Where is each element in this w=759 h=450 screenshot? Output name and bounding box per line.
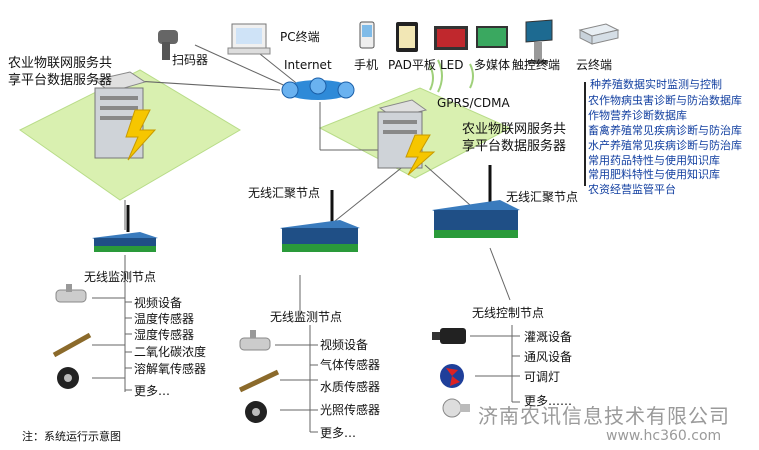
service-item: 农作物病虫害诊断与防治数据库 — [588, 94, 742, 107]
actuator-item: 更多…… — [524, 394, 573, 408]
control-node-label: 无线控制节点 — [472, 306, 545, 320]
multimedia-label: 多媒体 — [474, 58, 511, 72]
sensor-item: 光照传感器 — [320, 403, 381, 417]
center-server-icon — [377, 99, 436, 176]
pad-label: PAD平板 — [388, 58, 436, 72]
left-camera-icon — [55, 284, 87, 303]
left-monitor-gateway-icon — [92, 205, 158, 252]
internet-router-icon — [281, 77, 355, 100]
center-light-sensor-icon — [245, 401, 267, 423]
touch-terminal-icon — [525, 19, 553, 64]
left-aggregation-node-label: 无线汇聚节点 — [248, 186, 321, 200]
phone-label: 手机 — [354, 58, 379, 72]
service-item: 畜禽养殖常见疾病诊断与防治库 — [588, 124, 742, 137]
pc-terminal-label: PC终端 — [280, 30, 320, 44]
barcode-scanner-icon — [158, 30, 178, 60]
right-aggregation-gateway-icon — [432, 165, 520, 238]
center-monitor-node-label: 无线监测节点 — [270, 310, 343, 324]
pad-tablet-icon — [396, 22, 418, 52]
sensor-item: 溶解氧传感器 — [134, 362, 207, 376]
connection-lines — [92, 44, 520, 433]
sensor-item: 更多… — [134, 384, 171, 398]
scanner-label: 扫码器 — [172, 53, 209, 67]
led-label: LED — [440, 58, 464, 72]
left-aggregation-gateway-icon — [280, 190, 360, 252]
sensor-item: 水质传感器 — [320, 380, 381, 394]
sensor-item: 温度传感器 — [134, 312, 195, 326]
actuator-item: 通风设备 — [524, 350, 573, 364]
sensor-item: 更多… — [320, 426, 357, 440]
phone-icon — [359, 21, 375, 49]
sensor-item: 气体传感器 — [320, 358, 381, 372]
actuator-item: 灌溉设备 — [524, 330, 573, 344]
internet-label: Internet — [284, 58, 332, 72]
sensor-item: 二氧化碳浓度 — [134, 345, 207, 359]
lamp-icon — [442, 398, 470, 418]
center-probe-sensor-icon — [238, 369, 280, 393]
center-server-label-line2: 享平台数据服务器 — [462, 139, 567, 154]
pc-terminal-icon — [227, 23, 271, 55]
service-item: 作物营养诊断数据库 — [588, 109, 687, 122]
multimedia-icon — [476, 26, 508, 48]
signal-waves-icon — [429, 59, 474, 93]
cloud-terminal-label: 云终端 — [576, 58, 613, 72]
sensor-item: 湿度传感器 — [134, 328, 195, 342]
cloud-terminal-icon — [578, 23, 620, 45]
gprs-label: GPRS/CDMA — [437, 96, 510, 110]
left-server-label-line2: 享平台数据服务器 — [8, 73, 113, 88]
led-display-icon — [434, 26, 468, 50]
center-camera-icon — [239, 330, 271, 351]
service-item: 农资经营监管平台 — [588, 183, 676, 196]
service-item: 种养殖数据实时监测与控制 — [590, 78, 722, 91]
pump-icon — [432, 328, 466, 344]
left-server-icon — [93, 71, 157, 161]
watermark-company: 济南农讯信息技术有限公司 — [478, 404, 730, 428]
left-probe-sensor-icon — [52, 332, 92, 358]
touch-terminal-label: 触控终端 — [512, 58, 561, 72]
left-server-label-line1: 农业物联网服务共 — [8, 56, 113, 71]
fan-icon — [440, 364, 464, 388]
service-item: 常用药品特性与使用知识库 — [588, 154, 720, 167]
sensor-item: 视频设备 — [320, 338, 369, 352]
center-server-label-line1: 农业物联网服务共 — [462, 122, 567, 137]
left-monitor-node-label: 无线监测节点 — [84, 270, 157, 284]
right-aggregation-node-label: 无线汇聚节点 — [506, 190, 579, 204]
sensor-item: 视频设备 — [134, 296, 183, 310]
service-item: 水产养殖常见疾病诊断与防治库 — [588, 139, 742, 152]
diagram-note: 注：系统运行示意图 — [22, 430, 121, 443]
service-item: 常用肥料特性与使用知识库 — [588, 168, 720, 181]
watermark-site: www.hc360.com — [606, 428, 722, 444]
actuator-item: 可调灯 — [524, 370, 561, 384]
left-light-sensor-icon — [57, 367, 79, 389]
